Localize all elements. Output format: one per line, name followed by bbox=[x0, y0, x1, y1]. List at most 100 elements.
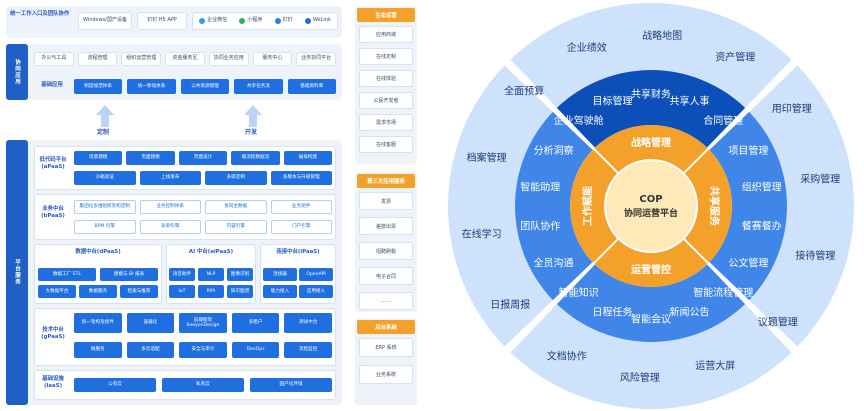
basic-app-item[interactable]: 制度规范体系 bbox=[74, 79, 123, 94]
middle-ring-segment bbox=[556, 264, 746, 343]
conn-item[interactable]: 应用接入 bbox=[299, 285, 333, 298]
app-channel-item[interactable]: 钉钉 bbox=[274, 17, 293, 24]
tech-item[interactable]: 微服务 bbox=[74, 342, 122, 358]
tech-item[interactable]: 容器化 bbox=[126, 313, 175, 333]
third-item[interactable]: 发票 bbox=[359, 192, 413, 210]
outer-segment-label: 战略地图 bbox=[642, 29, 682, 42]
lowcode-item[interactable]: 多级定制 bbox=[205, 171, 267, 185]
middle-segment-label: 智能流程管理 bbox=[693, 286, 753, 299]
infra-item[interactable]: 公有云 bbox=[74, 378, 156, 392]
middle-segment-label: 餐赛餐办 bbox=[742, 220, 782, 233]
biz-item[interactable]: 表单引擎 bbox=[139, 220, 201, 234]
outer-segment-label: 议题管理 bbox=[758, 315, 798, 328]
app-channels: 企业微信 小程序 钉钉 WeLink bbox=[192, 12, 338, 30]
tech-item[interactable]: 统一架构及组件 bbox=[74, 313, 122, 333]
lowcode-item[interactable]: 页面设计 bbox=[178, 151, 228, 165]
collab-item[interactable]: 办公与工具 bbox=[34, 52, 74, 66]
basic-app-item[interactable]: 统一移动体系 bbox=[127, 79, 176, 94]
lowcode-item[interactable]: 页面建模 bbox=[126, 151, 175, 165]
lowcode-item[interactable]: 沙箱验证 bbox=[74, 171, 136, 185]
collab-item[interactable]: 资金服务区 bbox=[165, 52, 205, 66]
biz-item[interactable]: 协同主数据 bbox=[205, 200, 267, 214]
top-entry-title: 统一工作入口及团队协作 bbox=[10, 11, 70, 17]
ai-item[interactable]: 知识图谱 bbox=[227, 285, 253, 298]
app-channel-item[interactable]: 企业微信 bbox=[199, 17, 227, 24]
outer-segment-label: 全面预算 bbox=[504, 85, 544, 98]
tech-item[interactable]: 多云适配 bbox=[126, 342, 175, 358]
eco-item[interactable]: 应用商城 bbox=[359, 26, 413, 43]
basic-apps-label: 基础应用 bbox=[41, 82, 63, 88]
outer-segment-label: 用印管理 bbox=[772, 102, 812, 115]
collab-item[interactable]: 组织运营管理 bbox=[121, 52, 162, 66]
basic-app-item[interactable]: 基础资料库 bbox=[287, 79, 336, 94]
outer-segment-label: 采购管理 bbox=[800, 173, 840, 186]
collab-item[interactable]: 服务中心 bbox=[252, 52, 293, 66]
outer-segment-label: 运营大屏 bbox=[695, 359, 735, 372]
conn-item[interactable]: 连接器 bbox=[263, 268, 297, 281]
back-item[interactable]: 业务系统 bbox=[359, 365, 413, 384]
app-channel-label: 小程序 bbox=[247, 17, 263, 24]
ai-item[interactable]: IoT bbox=[169, 285, 195, 298]
basic-app-item[interactable]: 共享任务流 bbox=[234, 79, 283, 94]
lowcode-item[interactable]: 编排构建 bbox=[283, 151, 332, 165]
basic-app-item[interactable]: 公共资源管理 bbox=[180, 79, 230, 94]
client-windows[interactable]: Windows/国产设备 bbox=[78, 12, 132, 30]
third-item[interactable]: 电子合同 bbox=[359, 267, 413, 285]
third-item[interactable]: 招聘刷税 bbox=[359, 242, 413, 260]
conn-item[interactable]: 能力接入 bbox=[263, 285, 297, 298]
inner-segment-label: 战略管理 bbox=[631, 136, 671, 149]
conn-item[interactable]: OpenAPI bbox=[299, 268, 333, 281]
middle-ring-segment bbox=[556, 70, 746, 148]
biz-item[interactable]: 内容引擎 bbox=[205, 220, 267, 234]
biz-item[interactable]: 集团化多维组织架构定制 bbox=[74, 200, 136, 214]
arrow-stem bbox=[249, 115, 257, 127]
data-item[interactable]: 建模与 BI 报表 bbox=[100, 268, 158, 281]
tech-item[interactable]: 流程监控 bbox=[284, 342, 332, 358]
lowcode-item[interactable]: 场景建模 bbox=[74, 151, 123, 165]
data-item[interactable]: 大数据平台 bbox=[38, 285, 76, 298]
tech-item[interactable]: 安全与审计 bbox=[179, 342, 227, 358]
customize-label: 定制 bbox=[97, 129, 110, 136]
inner-ring-divider bbox=[593, 148, 620, 175]
third-item[interactable]: …… bbox=[359, 292, 413, 310]
outer-segment-label: 日报周报 bbox=[490, 298, 530, 311]
biz-item[interactable]: BPM 引擎 bbox=[74, 220, 136, 234]
app-channel-item[interactable]: 小程序 bbox=[239, 17, 263, 24]
back-item[interactable]: ERP 系统 bbox=[359, 338, 413, 357]
tech-item[interactable]: DevOps bbox=[231, 342, 280, 358]
eco-item[interactable]: 在线客服 bbox=[359, 136, 413, 153]
tech-item[interactable]: 测试中台 bbox=[284, 313, 332, 333]
data-item[interactable]: 数据服务 bbox=[79, 285, 117, 298]
middle-segment-label: 组织管理 bbox=[742, 180, 782, 193]
tech-item[interactable]: 多租户 bbox=[231, 313, 280, 333]
ai-item[interactable]: 语音助手 bbox=[169, 268, 195, 281]
ai-item[interactable]: NLP bbox=[198, 268, 224, 281]
outer-ring-segment bbox=[448, 65, 553, 347]
outer-segment-label: 资产管理 bbox=[715, 51, 755, 64]
tech-item[interactable]: 前端框架 SeeyonDesign bbox=[179, 313, 227, 333]
client-h5[interactable]: 钉钉 H5 APP bbox=[137, 12, 187, 30]
biz-item[interactable]: 业务控制体系 bbox=[139, 200, 201, 214]
eco-item[interactable]: 公民开发者 bbox=[359, 92, 413, 109]
third-item[interactable]: 差旅出票 bbox=[359, 217, 413, 235]
biz-item[interactable]: 门户引擎 bbox=[270, 220, 332, 234]
eco-item[interactable]: 需求市场 bbox=[359, 114, 413, 131]
middle-segment-label: 团队协作 bbox=[520, 220, 560, 233]
collab-item[interactable]: 业务协同平台 bbox=[296, 52, 336, 66]
middle-ring-segment bbox=[709, 111, 787, 301]
ai-item[interactable]: 图像识别 bbox=[227, 268, 253, 281]
biz-item[interactable]: 业务组件 bbox=[270, 200, 332, 214]
lowcode-item[interactable]: 微流程数据流 bbox=[231, 151, 280, 165]
data-item[interactable]: 数据工厂 ETL bbox=[38, 268, 96, 281]
collab-item[interactable]: 协同业务应用 bbox=[208, 52, 249, 66]
eco-item[interactable]: 在线体验 bbox=[359, 70, 413, 87]
lowcode-item[interactable]: 上线发布 bbox=[139, 171, 201, 185]
eco-item[interactable]: 在线定制 bbox=[359, 48, 413, 65]
app-channel-item[interactable]: WeLink bbox=[304, 17, 331, 24]
ai-item[interactable]: RPA bbox=[198, 285, 224, 298]
infra-item[interactable]: 私有云 bbox=[162, 378, 244, 392]
infra-item[interactable]: 国产化环境 bbox=[250, 378, 332, 392]
lowcode-item[interactable]: 多版本与升级管理 bbox=[270, 171, 332, 185]
collab-item[interactable]: 流程管理 bbox=[77, 52, 118, 66]
data-item[interactable]: 检索与推荐 bbox=[120, 285, 158, 298]
